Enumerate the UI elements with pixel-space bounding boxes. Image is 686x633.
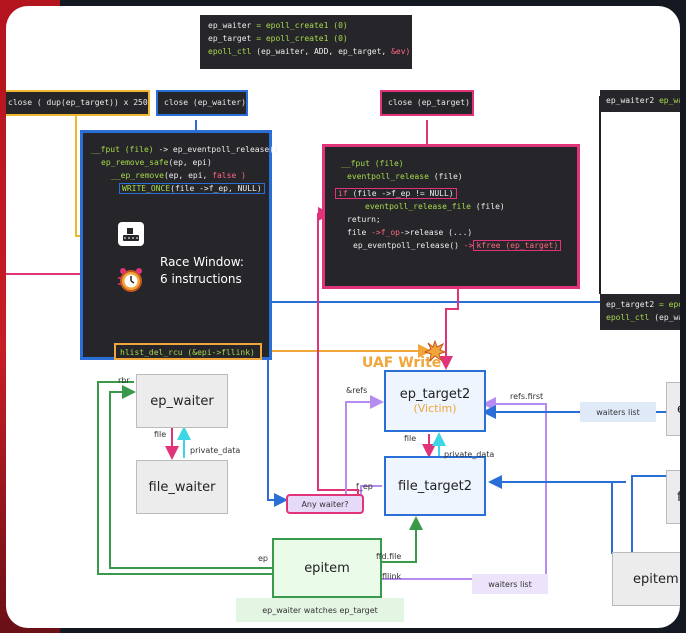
edge-label-file-waiter: file [154,430,167,439]
edge-label-rbr: rbr [118,376,130,385]
alarm-clock-icon [116,264,146,294]
right-epitem-node: epitem [612,552,680,606]
any-waiter-pill: Any waiter? [286,494,364,514]
edge-label-fllink: fllink [382,572,402,581]
edge-label-ep: ep [258,554,268,563]
setup-code-block: ep_waiter = epoll_create1 (0) ep_target … [200,15,412,69]
waiters-list-pill-bottom: waiters list [472,574,548,594]
watch-note-pill: ep_waiter watches ep_target [236,598,404,622]
file-waiter-node: file_waiter [136,460,228,514]
close-waiter-label: close (ep_waiter) [156,90,248,116]
right-partial-node-2: f [666,470,680,524]
hlist-del-rcu-line: hlist_del_rcu (&epi->fllink) [114,343,262,360]
race-window-text: Race Window: 6 instructions [160,255,244,286]
uaf-write-label: UAF Write [362,355,442,371]
ep-target2-node: ep_target2 (Victim) [384,370,486,432]
explosion-icon [423,339,447,363]
close-target-code: __fput (file) eventpoll_release (file) i… [322,144,580,289]
ep-waiter2-label: ep_waiter2 ep_waiter2 = epo [600,90,680,112]
waiters-list-pill-top: waiters list [580,402,656,422]
cpu-icon [118,222,144,246]
diagram-canvas: ep_waiter = epoll_create1 (0) ep_target … [6,6,680,628]
edge-label-refs-first: refs.first [510,392,544,401]
edge-label-f-ep: f_ep [356,482,373,491]
edge-label-private-data-target: private_data [444,450,495,459]
close-dup-label: close ( dup(ep_target)) x 250 [6,90,150,116]
right-partial-node-1: e [666,382,680,436]
ep-waiter-node: ep_waiter [136,374,228,428]
file-target2-node: file_target2 [384,456,486,516]
ep-target2-code: ep_target2 = epo epoll_ctl (ep_wai [600,294,680,330]
edge-label-ffd-file: ffd.file [376,552,402,561]
epitem-node: epitem [272,538,382,598]
close-waiter-code: __fput (file) -> ep_eventpoll_release() … [80,130,279,360]
edge-label-private-data-waiter: private_data [190,446,241,455]
close-target-label: close (ep_target) [380,90,474,116]
edge-label-refs: &refs [346,386,368,395]
edge-label-file-target: file [404,434,417,443]
